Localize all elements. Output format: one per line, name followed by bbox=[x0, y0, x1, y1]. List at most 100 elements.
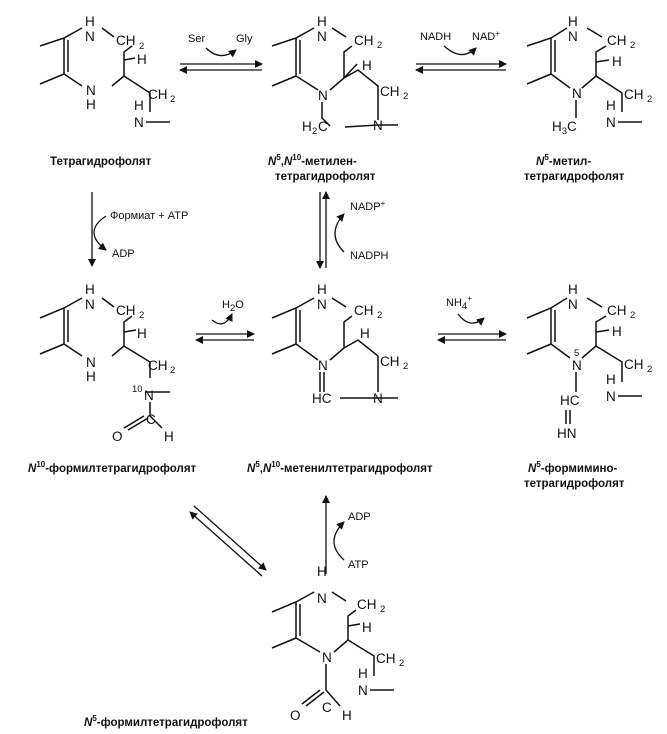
molecule-name-line2: тетрагидрофолят bbox=[524, 171, 625, 183]
atom-ch: CH bbox=[148, 87, 168, 102]
reaction-ser-gly: Ser Gly bbox=[179, 33, 263, 74]
molecule-name: N5,N10-метенилтетрагидрофолят bbox=[247, 460, 433, 475]
molecule-methylene-thf: H N CH 2 H N CH 2 H 2 C N N5,N10-метилен… bbox=[268, 14, 408, 183]
atom-sub: 2 bbox=[403, 361, 408, 372]
atom-n: N bbox=[86, 355, 96, 370]
reagent-h2o: H2O bbox=[222, 299, 244, 314]
atom-n: N bbox=[572, 358, 582, 373]
atom-h: H bbox=[317, 14, 327, 29]
atom-h: H bbox=[342, 708, 352, 723]
atom-c: C bbox=[318, 119, 328, 134]
reagent-ser: Ser bbox=[188, 33, 205, 45]
molecule-n10-formyl-thf: H N CH 2 H N H CH 2 10 N C O H N10-форми… bbox=[28, 282, 197, 475]
reagent-atp2: ATP bbox=[348, 559, 369, 571]
molecule-name-line2: тетрагидрофолят bbox=[275, 171, 376, 183]
atom-h: H bbox=[86, 369, 96, 384]
atom-ch: CH bbox=[148, 358, 168, 373]
atom-n: N bbox=[568, 297, 578, 312]
atom-h: H bbox=[612, 54, 622, 69]
atom-h: H bbox=[360, 326, 370, 341]
atom-hc: HC bbox=[560, 393, 580, 408]
atom-ch: CH bbox=[354, 33, 374, 48]
atom-sub: 2 bbox=[399, 658, 404, 669]
atom-n: N bbox=[373, 118, 383, 133]
atom-sub: 2 bbox=[630, 310, 635, 321]
molecule-name: N5-формилтетрагидрофолят bbox=[84, 714, 248, 729]
reaction-nh4: NH4+ bbox=[437, 294, 507, 344]
atom-n: N bbox=[572, 86, 582, 101]
molecule-n5-formyl-thf: H N CH 2 H N CH 2 N H C O H N5-формилтет… bbox=[84, 564, 404, 729]
atom-h: H bbox=[86, 97, 96, 112]
atom-n: N bbox=[322, 650, 332, 665]
reagent-adp2: ADP bbox=[348, 511, 371, 523]
atom-o: O bbox=[112, 429, 123, 444]
atom-sub: 2 bbox=[377, 310, 382, 321]
reagent-nh4: NH4+ bbox=[446, 294, 472, 312]
atom-h: H bbox=[362, 58, 372, 73]
atom-h: H bbox=[612, 324, 622, 339]
reagent-nadh: NADH bbox=[420, 31, 451, 43]
atom-sub: 2 bbox=[139, 310, 144, 321]
atom-ch: CH bbox=[354, 303, 374, 318]
atom-h: H bbox=[317, 282, 327, 297]
molecule-name-line1: N5-формимино- bbox=[528, 460, 618, 475]
atom-h: H bbox=[137, 326, 147, 341]
reaction-nadp: NADP+ NADPH bbox=[316, 191, 389, 269]
atom-n: N bbox=[606, 115, 616, 130]
molecule-name-line2: тетрагидрофолят bbox=[524, 478, 625, 490]
atom-sub: 2 bbox=[139, 41, 144, 52]
molecule-methenyl-thf: H N CH 2 H N CH 2 HC N N5,N10-метенилтет… bbox=[247, 282, 433, 475]
locant-5: 5 bbox=[574, 348, 579, 359]
atom-h: H bbox=[568, 14, 578, 29]
atom-h3c: H3C bbox=[552, 119, 577, 137]
reagent-nadph: NADPH bbox=[350, 250, 389, 262]
molecule-methyl-thf: H N CH 2 H N CH 2 H3C N H N5-метил- тетр… bbox=[524, 14, 652, 183]
atom-o: O bbox=[290, 708, 301, 723]
atom-h: H bbox=[606, 98, 616, 113]
atom-h: H bbox=[134, 98, 144, 113]
atom-h: H bbox=[137, 52, 147, 67]
atom-h: H bbox=[606, 372, 616, 387]
atom-n: N bbox=[606, 389, 616, 404]
reagent-adp: ADP bbox=[112, 248, 135, 260]
atom-n: N bbox=[317, 297, 327, 312]
reaction-isomerization bbox=[189, 505, 267, 577]
atom-ch: CH bbox=[380, 84, 400, 99]
atom-h: H bbox=[317, 564, 327, 579]
reagent-gly: Gly bbox=[236, 33, 253, 45]
molecule-tetrahydrofolate: H N CH 2 H N H CH 2 N H Тетрагидрофолят bbox=[39, 14, 175, 168]
atom-n: N bbox=[134, 115, 144, 130]
atom-n: N bbox=[318, 358, 328, 373]
atom-h: H bbox=[302, 119, 312, 134]
atom-n: N bbox=[358, 683, 368, 698]
atom-ch: CH bbox=[376, 651, 396, 666]
molecule-name-line1: N5,N10-метилен- bbox=[268, 153, 357, 168]
atom-n: N bbox=[144, 388, 154, 403]
atom-ch: CH bbox=[116, 303, 136, 318]
atom-n: N bbox=[85, 29, 95, 44]
atom-sub: 2 bbox=[377, 40, 382, 51]
locant-10: 10 bbox=[132, 384, 143, 395]
atom-h: H bbox=[358, 666, 368, 681]
atom-ch: CH bbox=[607, 303, 627, 318]
reagent-nad: NAD+ bbox=[472, 29, 500, 43]
atom-sub: 2 bbox=[170, 94, 175, 105]
molecule-name-line1: N5-метил- bbox=[536, 153, 591, 168]
reagent-formate-atp: Формиат + ATP bbox=[110, 210, 188, 222]
atom-sub: 2 bbox=[380, 604, 385, 615]
atom-sub: 2 bbox=[647, 94, 652, 105]
atom-n: N bbox=[568, 29, 578, 44]
reaction-atp: ADP ATP bbox=[322, 495, 371, 574]
reaction-h2o: H2O bbox=[195, 299, 255, 344]
atom-c: C bbox=[146, 412, 156, 427]
atom-c: C bbox=[322, 700, 332, 715]
atom-n: N bbox=[317, 591, 327, 606]
atom-sub: 2 bbox=[630, 40, 635, 51]
atom-sub: 2 bbox=[312, 126, 317, 137]
atom-h: H bbox=[362, 620, 372, 635]
atom-h: H bbox=[568, 282, 578, 297]
atom-hc: HC bbox=[312, 391, 332, 406]
reaction-nadh: NADH NAD+ bbox=[415, 29, 507, 74]
molecule-formimino-thf: H N CH 2 H 5 N CH 2 HC N H HN N5-формими… bbox=[524, 282, 652, 490]
